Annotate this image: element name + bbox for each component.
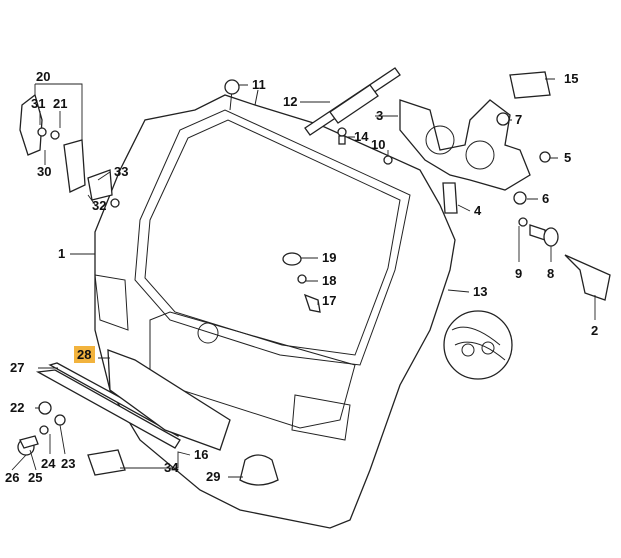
trim-strips bbox=[35, 349, 231, 476]
label-13[interactable]: 13 bbox=[473, 284, 487, 299]
label-3[interactable]: 3 bbox=[376, 108, 383, 123]
label-18[interactable]: 18 bbox=[322, 273, 336, 288]
label-11[interactable]: 11 bbox=[252, 77, 266, 92]
tailgate-body bbox=[94, 89, 456, 529]
label-7[interactable]: 7 bbox=[515, 112, 522, 127]
label-10[interactable]: 10 bbox=[371, 137, 385, 152]
label-19[interactable]: 19 bbox=[322, 250, 336, 265]
label-6[interactable]: 6 bbox=[542, 191, 549, 206]
label-8[interactable]: 8 bbox=[547, 266, 554, 281]
label-29[interactable]: 29 bbox=[206, 469, 220, 484]
label-16[interactable]: 16 bbox=[194, 447, 208, 462]
label-9[interactable]: 9 bbox=[515, 266, 522, 281]
seal-detail-inset bbox=[443, 310, 513, 380]
leader-lines bbox=[11, 78, 596, 478]
small-fasteners bbox=[17, 71, 611, 486]
label-31[interactable]: 31 bbox=[31, 96, 45, 111]
label-34[interactable]: 34 bbox=[164, 460, 179, 475]
label-27[interactable]: 27 bbox=[10, 360, 24, 375]
label-15[interactable]: 15 bbox=[564, 71, 578, 86]
label-17[interactable]: 17 bbox=[322, 293, 336, 308]
label-26[interactable]: 26 bbox=[5, 470, 19, 485]
label-24[interactable]: 24 bbox=[41, 456, 56, 471]
label-30[interactable]: 30 bbox=[37, 164, 51, 179]
label-22[interactable]: 22 bbox=[10, 400, 24, 415]
gas-strut bbox=[304, 67, 401, 136]
label-12[interactable]: 12 bbox=[283, 94, 297, 109]
left-brackets bbox=[19, 93, 120, 208]
label-4[interactable]: 4 bbox=[474, 203, 482, 218]
label-28[interactable]: 28 bbox=[77, 347, 91, 362]
label-25[interactable]: 25 bbox=[28, 470, 42, 485]
label-1[interactable]: 1 bbox=[58, 246, 65, 261]
part-labels: 20 31 21 30 33 32 11 12 14 10 3 15 7 5 6… bbox=[5, 69, 598, 485]
label-33[interactable]: 33 bbox=[114, 164, 128, 179]
label-5[interactable]: 5 bbox=[564, 150, 571, 165]
label-21[interactable]: 21 bbox=[53, 96, 67, 111]
label-14[interactable]: 14 bbox=[354, 129, 369, 144]
label-32[interactable]: 32 bbox=[92, 198, 106, 213]
label-2[interactable]: 2 bbox=[591, 323, 598, 338]
highlight-part-28 bbox=[74, 346, 95, 363]
label-23[interactable]: 23 bbox=[61, 456, 75, 471]
label-20[interactable]: 20 bbox=[36, 69, 50, 84]
